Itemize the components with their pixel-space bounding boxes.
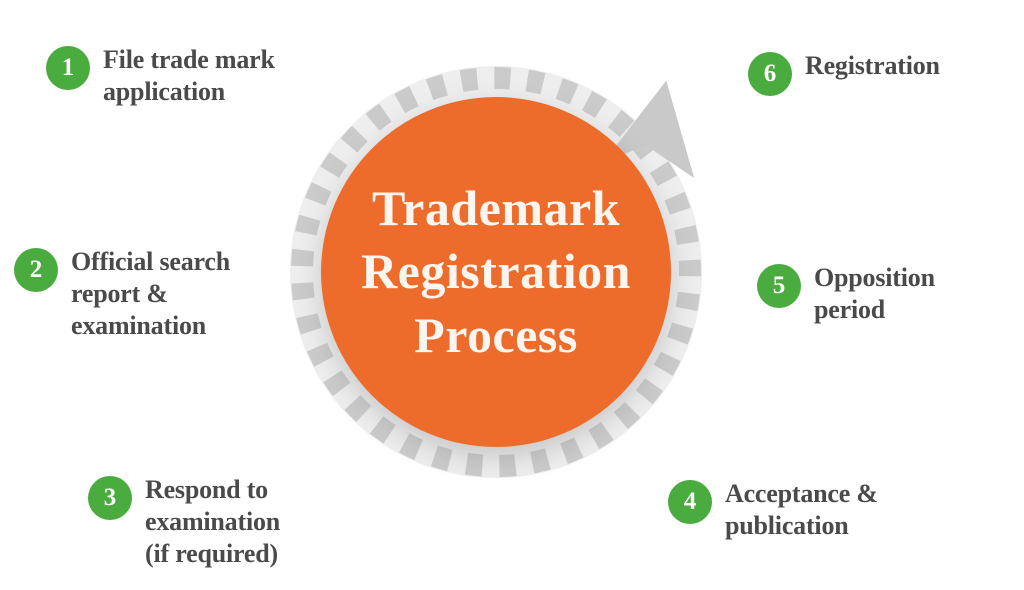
step-4-badge: 4 xyxy=(668,480,712,524)
step-3-badge: 3 xyxy=(88,476,132,520)
step-3-label: Respond to examination (if required) xyxy=(145,475,281,568)
title-line-1: Trademark xyxy=(372,179,620,236)
step-6-badge: 6 xyxy=(748,52,792,96)
center-circle: Trademark Registration Process xyxy=(321,97,671,447)
step-2[interactable]: 2 Official search report & examination xyxy=(14,246,230,342)
step-4-label: Acceptance & publication xyxy=(725,479,878,540)
step-6-label: Registration xyxy=(805,51,940,80)
step-2-badge: 2 xyxy=(14,248,58,292)
step-5-badge: 5 xyxy=(757,264,801,308)
step-6[interactable]: 6 Registration xyxy=(748,50,940,96)
step-1[interactable]: 1 File trade mark application xyxy=(46,44,275,108)
title-line-2: Registration xyxy=(361,243,631,300)
step-4[interactable]: 4 Acceptance & publication xyxy=(668,478,878,542)
title-line-3: Process xyxy=(414,306,578,363)
step-5[interactable]: 5 Opposition period xyxy=(757,262,935,326)
step-2-label: Official search report & examination xyxy=(71,247,230,340)
step-3[interactable]: 3 Respond to examination (if required) xyxy=(88,474,280,570)
step-1-badge: 1 xyxy=(46,46,90,90)
step-5-label: Opposition period xyxy=(814,263,935,324)
step-1-label: File trade mark application xyxy=(103,45,275,106)
